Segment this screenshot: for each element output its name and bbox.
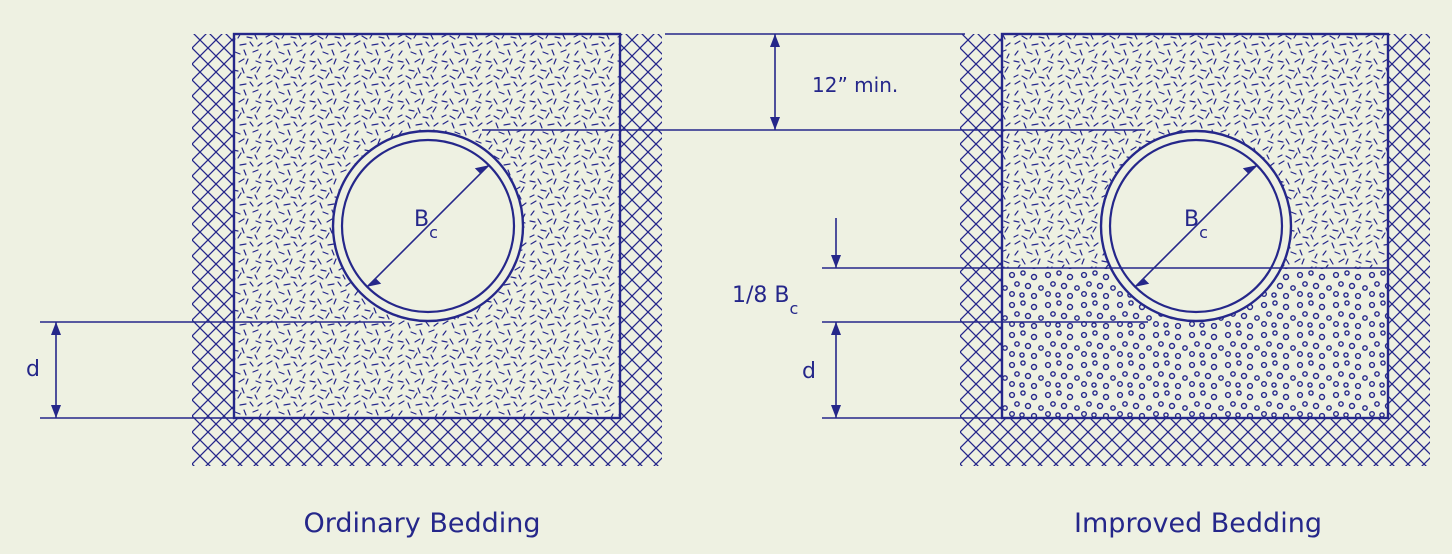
bedding-depth-label: d — [26, 357, 40, 382]
pipe-diameter-label-subscript: c — [1199, 223, 1208, 242]
depth-arrowhead-top — [51, 322, 61, 335]
bedding-depth-label-main: d — [802, 359, 816, 384]
fraction-pipe-label-subscript: c — [790, 299, 799, 318]
depth-arrowhead-bottom — [831, 405, 841, 418]
cover-arrowhead-top — [770, 34, 780, 47]
soil-hatch-bottom — [1002, 418, 1388, 466]
pipe-diameter-label: Bc — [1184, 207, 1208, 242]
soil-hatch-right — [1388, 34, 1430, 466]
cover-depth-label: 12” min. — [812, 73, 898, 97]
soil-hatch-left — [192, 34, 234, 466]
diagram-title-improved-main: Improved Bedding — [1074, 508, 1322, 539]
trench-outline — [232, 32, 622, 420]
pipe-diameter-line — [366, 164, 490, 288]
soil-hatch-left — [960, 34, 1002, 466]
bedding-depth-label-main: d — [26, 357, 40, 382]
fraction-pipe-label-main: 1/8 B — [732, 283, 790, 308]
trench-outline — [1000, 32, 1390, 420]
depth-arrowhead-bottom — [51, 405, 61, 418]
pipe-diameter-label-subscript: c — [429, 223, 438, 242]
soil-hatch-right — [620, 34, 662, 466]
pipe-diameter-label: Bc — [414, 207, 438, 242]
fraction-pipe-label: 1/8 Bc — [732, 283, 798, 318]
diameter-arrowhead-bottom — [367, 278, 382, 287]
pipe-diameter-line — [1134, 164, 1258, 288]
diameter-arrowhead-top — [1242, 165, 1257, 174]
soil-hatch-bottom — [234, 418, 620, 466]
diagram-title-improved: Improved Bedding — [1074, 508, 1322, 539]
cover-arrowhead-bottom — [770, 117, 780, 130]
cover-depth-label-main: 12” min. — [812, 73, 898, 97]
diagram-title-ordinary: Ordinary Bedding — [303, 508, 540, 539]
pipe-diameter-label-main: B — [414, 207, 429, 232]
pipe-diameter-label-main: B — [1184, 207, 1199, 232]
diameter-arrowhead-top — [474, 165, 489, 174]
diameter-arrowhead-bottom — [1135, 278, 1150, 287]
depth-arrowhead-top — [831, 322, 841, 335]
fraction-arrowhead-top — [831, 255, 841, 268]
diagram-title-ordinary-main: Ordinary Bedding — [303, 508, 540, 539]
bedding-depth-label: d — [802, 359, 816, 384]
